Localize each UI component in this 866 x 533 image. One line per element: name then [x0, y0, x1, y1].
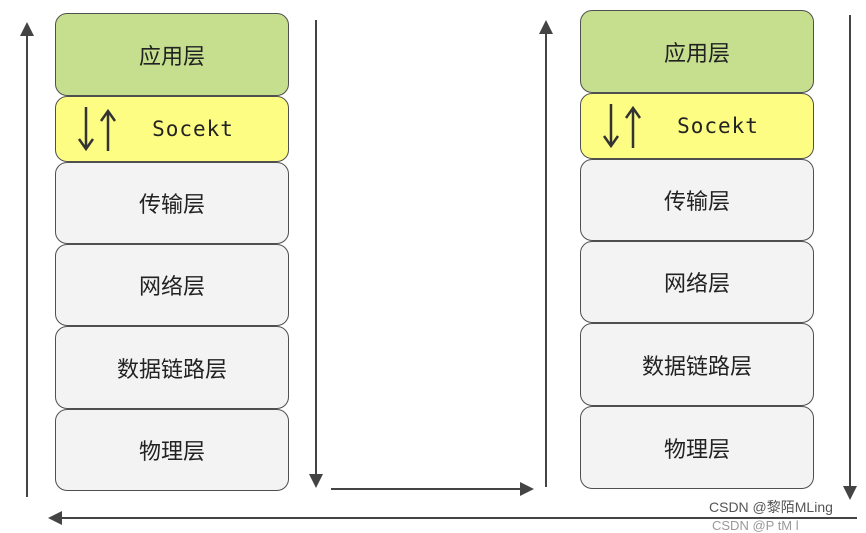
- right-upward-arrow: [539, 20, 553, 487]
- right-transport-layer: 传输层: [580, 159, 814, 241]
- up-down-arrows-icon: [77, 107, 117, 152]
- left-physical-layer-label: 物理层: [138, 440, 205, 465]
- bottom-leftward-arrow: [48, 511, 857, 525]
- up-down-arrows-icon: [602, 104, 642, 149]
- right-data-link-layer: 数据链路层: [580, 323, 814, 406]
- left-data-link-layer-label: 数据链路层: [116, 357, 227, 383]
- right-socket-layer: Socekt: [580, 93, 814, 159]
- left-upward-arrow: [20, 22, 34, 497]
- left-application-layer: 应用层: [55, 13, 289, 96]
- middle-rightward-arrow: [331, 482, 534, 496]
- right-network-layer-label: 网络层: [663, 272, 730, 297]
- left-network-layer-label: 网络层: [138, 275, 205, 300]
- left-physical-layer: 物理层: [55, 409, 289, 491]
- left-application-layer-label: 应用层: [138, 44, 205, 70]
- right-socket-layer-label: Socekt: [677, 114, 759, 138]
- left-network-layer: 网络层: [55, 244, 289, 326]
- right-network-layer: 网络层: [580, 241, 814, 323]
- right-physical-layer: 物理层: [580, 406, 814, 489]
- left-socket-layer: Socekt: [55, 96, 289, 162]
- right-transport-layer-label: 传输层: [663, 190, 730, 215]
- left-socket-layer-label: Socekt: [152, 117, 234, 141]
- right-application-layer: 应用层: [580, 10, 814, 93]
- watermark: CSDN @黎陌MLing: [707, 497, 835, 517]
- right-application-layer-label: 应用层: [663, 41, 730, 67]
- right-physical-layer-label: 物理层: [663, 437, 730, 463]
- right-data-link-layer-label: 数据链路层: [641, 354, 752, 380]
- right-downward-arrow: [843, 15, 857, 500]
- left-downward-arrow: [309, 20, 323, 488]
- left-transport-layer-label: 传输层: [138, 193, 205, 218]
- left-transport-layer: 传输层: [55, 162, 289, 244]
- left-data-link-layer: 数据链路层: [55, 326, 289, 409]
